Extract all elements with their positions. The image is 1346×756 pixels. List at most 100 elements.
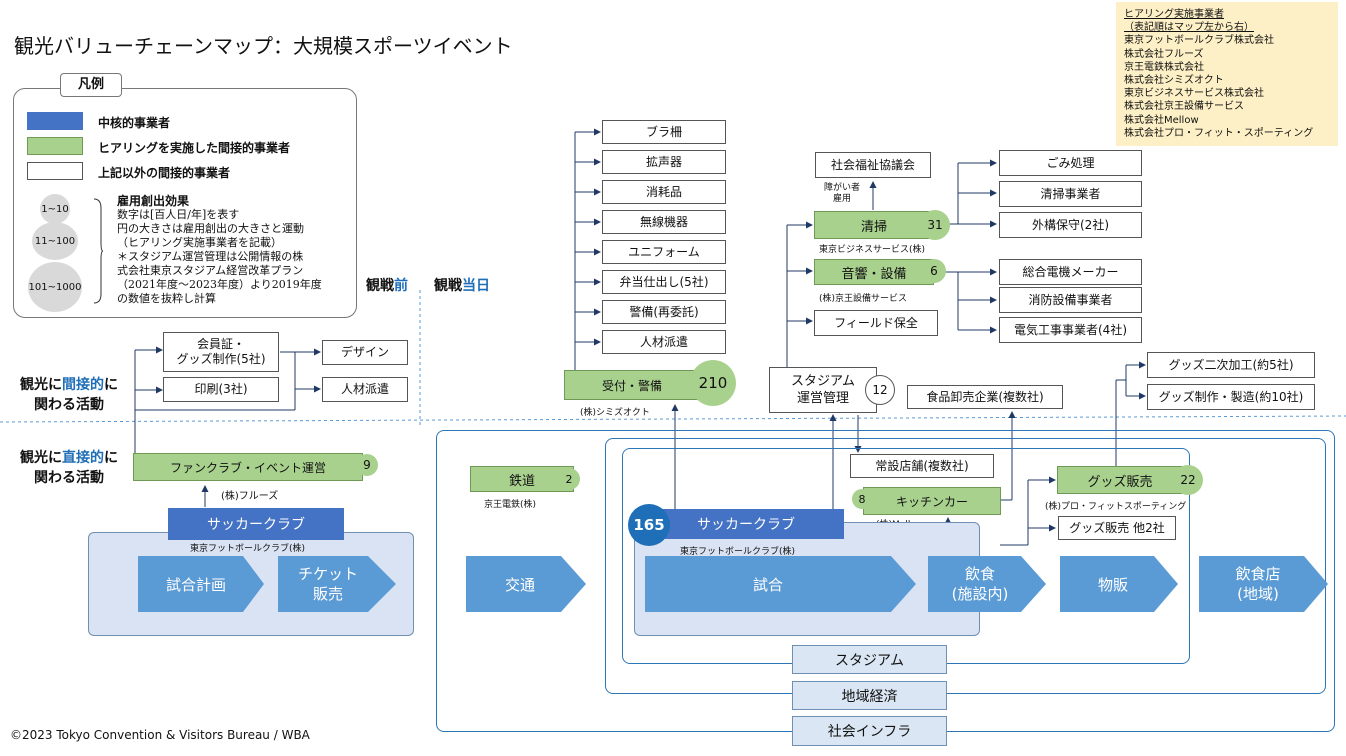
- chain-food-inside: 飲食 (施設内): [951, 565, 1009, 603]
- direct-c: に: [104, 450, 118, 466]
- sound-sub-item: 消防設備事業者: [999, 287, 1142, 313]
- sound-sub-item: 電気工事事業者(4社): [999, 317, 1142, 343]
- printing-box: 印刷(3社): [163, 377, 279, 402]
- hearing-company: 東京ビジネスサービス株式会社: [1124, 88, 1264, 100]
- legend-core-swatch: [27, 112, 83, 130]
- hearing-company: 株式会社Mellow: [1124, 114, 1199, 126]
- regional-economy-region: [605, 438, 1326, 694]
- phase-day-a: 観戦: [434, 278, 462, 294]
- legend-brace: [93, 198, 104, 304]
- layer-regional-economy: 地域経済: [792, 681, 947, 710]
- indirect-c: に: [104, 377, 118, 393]
- direct-label: 観光に直接的に 関わる活動: [4, 448, 134, 488]
- membership-goods-box: 会員証・ グッズ制作(5社): [163, 332, 279, 372]
- chain-ticket-sales: チケット 販売: [297, 565, 358, 603]
- field-maintenance-box: フィールド保全: [814, 310, 938, 336]
- security-sub-item: 消耗品: [602, 180, 726, 204]
- direct-line2: 関わる活動: [34, 470, 104, 486]
- legend-note-line: ＊スタジアム運営管理は公開情報の株: [117, 250, 304, 263]
- fanclub-company: (株)フルーズ: [221, 491, 279, 502]
- goods-employment-circle: 22: [1173, 465, 1203, 495]
- goods-manufacturing-box: グッズ制作・製造(約10社): [1147, 384, 1315, 410]
- chain-transport: 交通: [504, 575, 535, 594]
- legend-interviewed-label: ヒアリングを実施した間接的事業者: [98, 141, 291, 155]
- permanent-shops-box: 常設店舗(複数社): [850, 454, 994, 478]
- legend-note-line: 円の大きさは雇用創出の大きさと運動: [117, 222, 304, 235]
- legend-other-label: 上記以外の間接的事業者: [98, 166, 231, 180]
- legend-notes: 数字は[百人日/年]を表す 円の大きさは雇用創出の大きさと運動 （ヒアリング実施…: [117, 208, 357, 306]
- hearing-companies-box: ヒアリング実施事業者 （表記順はマップ左から右） 東京フットボールクラブ株式会社…: [1116, 2, 1338, 146]
- legend-interviewed-swatch: [27, 137, 83, 155]
- security-sub-item: ブラ柵: [602, 120, 726, 144]
- security-sub-item: 弁当仕出し(5社): [602, 270, 726, 294]
- fanclub-operation-box: ファンクラブ・イベント運営: [133, 453, 363, 481]
- pre-soccer-club-company: 東京フットボールクラブ(株): [190, 544, 306, 554]
- security-sub-item: ユニフォーム: [602, 240, 726, 264]
- social-welfare-box: 社会福祉協議会: [815, 152, 931, 178]
- direct-a: 観光に: [20, 450, 62, 466]
- cleaning-sub-item: ごみ処理: [999, 150, 1142, 176]
- sound-equipment-box: 音響・設備: [814, 259, 934, 285]
- day-chain-arrows: [466, 556, 1328, 612]
- layer-stadium: スタジアム: [792, 645, 947, 674]
- legend-note-line: （ヒアリング実施事業者を記載）: [117, 236, 282, 249]
- hearing-company: 株式会社京王設備サービス: [1124, 101, 1244, 113]
- chain-match-planning: 試合計画: [165, 575, 226, 594]
- legend-title: 凡例: [60, 73, 122, 97]
- hearing-company: 株式会社シミズオクト: [1124, 75, 1224, 87]
- cleaning-sub-item: 外構保守(2社): [999, 212, 1142, 238]
- stadium-management-box: スタジアム 運営管理: [769, 367, 877, 413]
- chain-merchandise: 物販: [1097, 575, 1128, 594]
- staffing-box-pre: 人材派遣: [322, 377, 408, 402]
- layer-social-infrastructure: 社会インフラ: [792, 716, 947, 746]
- legend-core-label: 中核的事業者: [98, 116, 171, 130]
- security-employment-circle: 210: [690, 360, 736, 406]
- goods-company: (株)プロ・フィットスポーティング: [1045, 502, 1187, 512]
- legend-note-line: 式会社東京スタジアム経営改革プラン: [117, 264, 304, 277]
- security-company: (株)シミズオクト: [580, 408, 650, 418]
- goods-secondary-processing-box: グッズ二次加工(約5社): [1147, 352, 1315, 378]
- security-sub-item: 無線機器: [602, 210, 726, 234]
- goods-sales-box: グッズ販売: [1057, 466, 1183, 494]
- reception-security-box: 受付・警備: [564, 370, 700, 400]
- design-box: デザイン: [322, 340, 408, 365]
- railway-employment-circle: 2: [558, 468, 580, 490]
- phase-day-b: 当日: [462, 278, 490, 294]
- security-sub-item: 人材派遣: [602, 330, 726, 354]
- cleaning-company: 東京ビジネスサービス(株): [819, 245, 926, 255]
- phase-day: 観戦当日: [434, 276, 490, 296]
- goods-other-box: グッズ販売 他2社: [1058, 516, 1176, 540]
- legend: [13, 88, 357, 318]
- stadium-mgmt-employment-circle: 12: [865, 375, 895, 405]
- indirect-a: 観光に: [20, 377, 62, 393]
- railway-company: 京王電鉄(株): [484, 500, 537, 510]
- legend-note-line: の数値を抜粋し計算: [117, 292, 216, 305]
- pre-chain-arrows: [138, 556, 396, 612]
- sound-employment-circle: 6: [922, 259, 946, 283]
- legend-circle-small: 1~10: [40, 194, 70, 224]
- legend-circle-medium: 11~100: [32, 222, 78, 260]
- chain-local-restaurants: 飲食店 (地域): [1235, 565, 1281, 603]
- welfare-employment-note: 障がい者 雇用: [824, 183, 861, 204]
- legend-note-line: 数字は[百人日/年]を表す: [117, 208, 240, 221]
- hearing-company: 株式会社プロ・フィット・スポーティング: [1124, 127, 1314, 139]
- cleaning-box: 清掃: [814, 211, 934, 239]
- hearing-company: 京王電鉄株式会社: [1124, 61, 1204, 73]
- copyright-footer: ©2023 Tokyo Convention & Visitors Bureau…: [10, 728, 310, 742]
- sound-company: (株)京王設備サービス: [819, 294, 908, 304]
- legend-note-line: （2021年度～2023年度）より2019年度: [117, 278, 322, 291]
- indirect-label: 観光に間接的に 関わる活動: [4, 375, 134, 415]
- kitchen-employment-circle: 8: [852, 489, 872, 509]
- indirect-b: 間接的: [62, 377, 104, 393]
- legend-other-swatch: [27, 162, 83, 180]
- sound-sub-item: 総合電機メーカー: [999, 259, 1142, 285]
- kitchen-car-box: キッチンカー: [863, 487, 1001, 515]
- cleaning-employment-circle: 31: [920, 210, 950, 240]
- hearing-company: 株式会社フルーズ: [1124, 48, 1204, 60]
- indirect-line2: 関わる活動: [34, 397, 104, 413]
- phase-before: 観戦前: [366, 276, 408, 296]
- hearing-company: 東京フットボールクラブ株式会社: [1124, 35, 1274, 47]
- direct-b: 直接的: [62, 450, 104, 466]
- security-sub-item: 警備(再委託): [602, 300, 726, 324]
